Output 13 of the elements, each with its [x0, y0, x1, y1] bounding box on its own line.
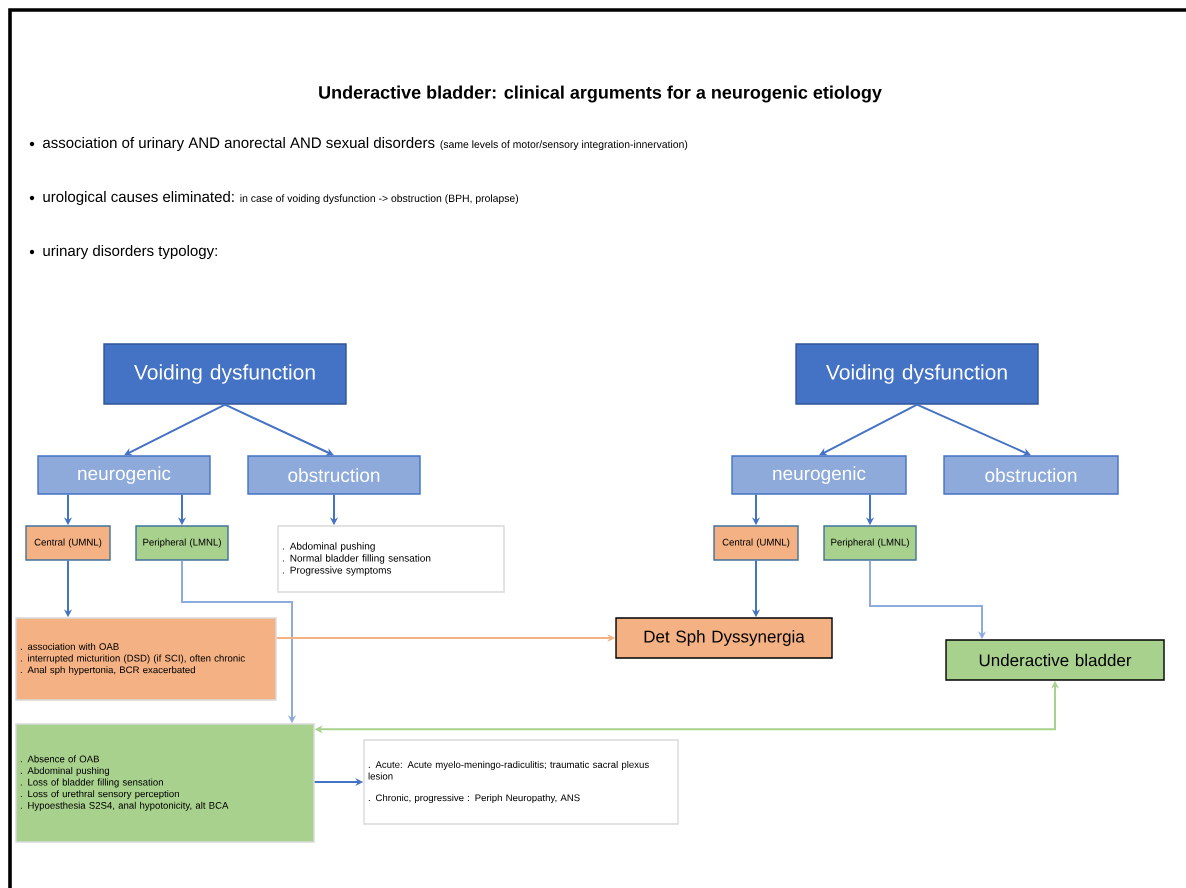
category-box: neurogenic [37, 455, 211, 495]
arrow [124, 403, 226, 456]
category-box: obstruction [247, 455, 421, 495]
category-box: neurogenic [731, 455, 907, 495]
category-box: Voiding dysfunction [795, 343, 1039, 405]
title: Underactive bladder: clinical arguments for a neurogenic etiology [319, 85, 882, 103]
outcome-box: Underactive bladder [945, 639, 1165, 681]
arrow [224, 403, 334, 456]
arrow [916, 403, 1031, 456]
category-box: Voiding dysfunction [103, 343, 347, 405]
outcome-box: Det Sph Dyssynergia [615, 617, 833, 659]
category-box: obstruction [943, 455, 1119, 495]
arrow [819, 403, 918, 456]
